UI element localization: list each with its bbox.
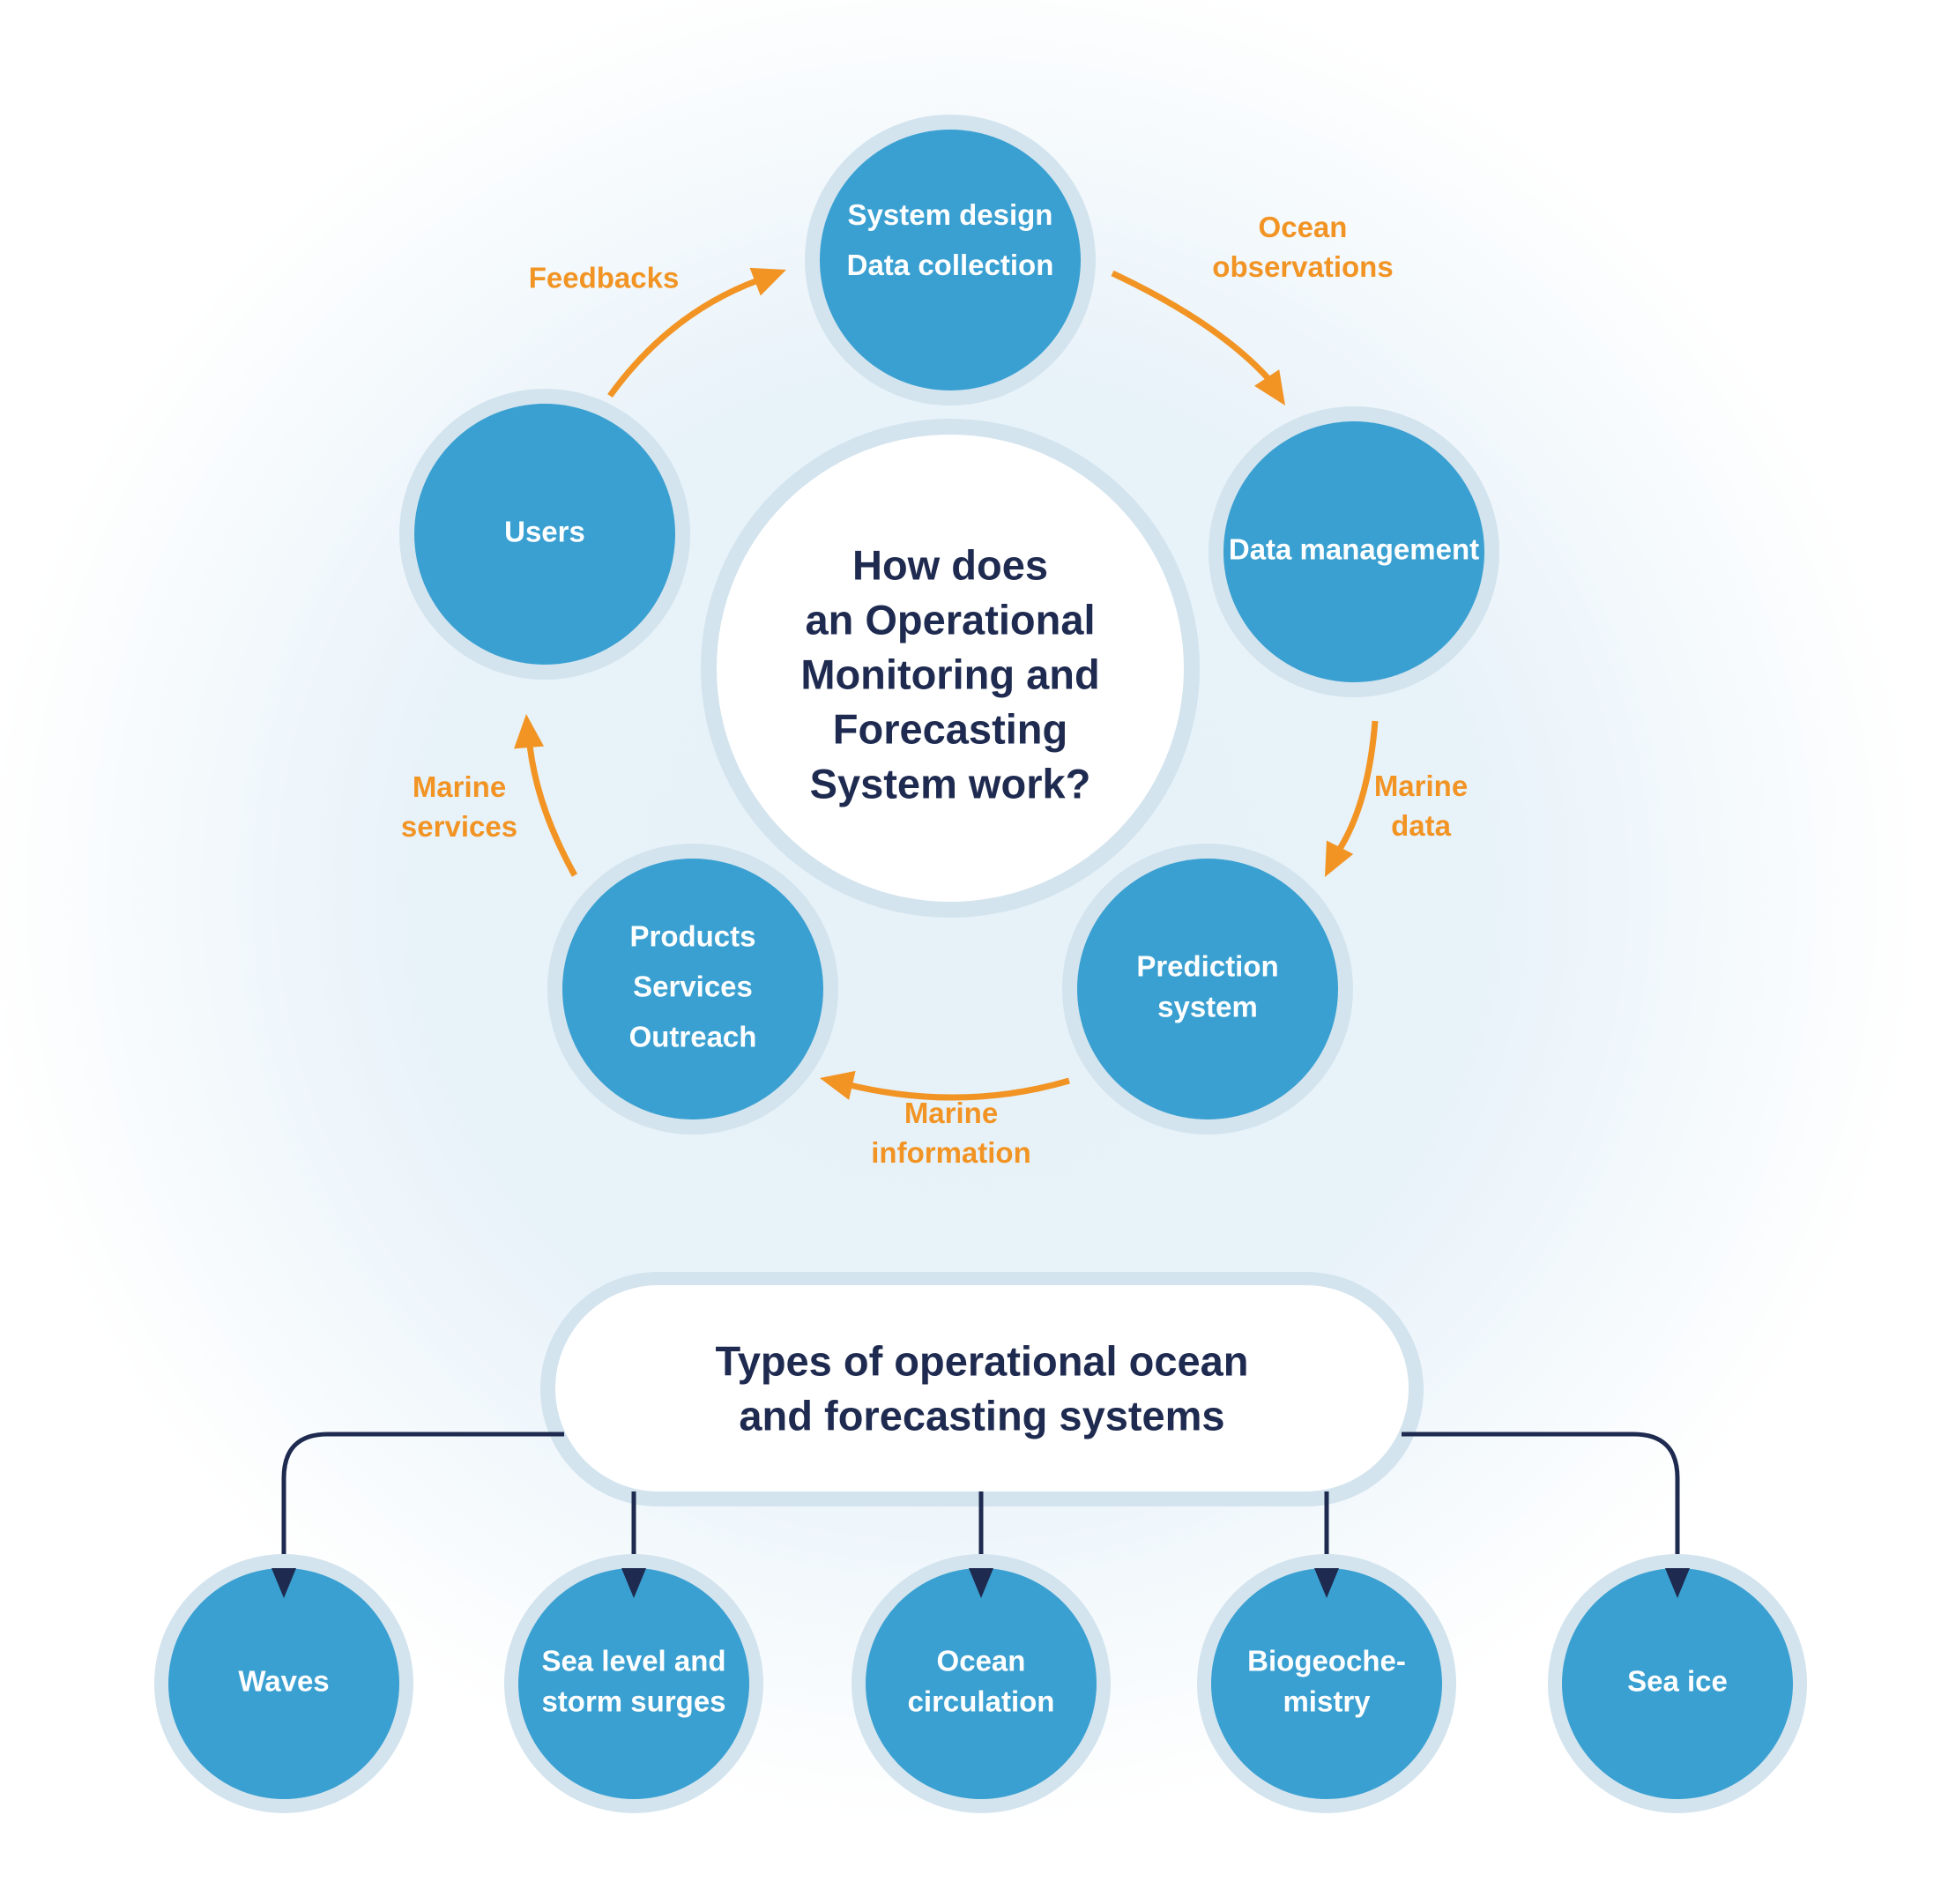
- center-node-fill: [717, 435, 1184, 902]
- flow-arrow-line: [607, 277, 760, 398]
- node-fill: [414, 404, 675, 665]
- cycle-node-data-management: Data management: [1208, 406, 1499, 697]
- cycle-node-users: Users: [399, 389, 690, 680]
- flow-label: information: [871, 1136, 1030, 1169]
- flow-label: observations: [1212, 250, 1393, 283]
- cycle-node-prediction-system: Prediction system: [1062, 844, 1353, 1134]
- arrowhead-down-icon: [1665, 1568, 1690, 1598]
- node-fill: [1562, 1568, 1793, 1799]
- node-label: Prediction: [1136, 950, 1278, 983]
- flow-products-to-users: Marine services: [401, 714, 578, 877]
- node-fill: [518, 1568, 749, 1799]
- node-fill: [1077, 859, 1338, 1119]
- arrowhead-icon: [1325, 840, 1354, 877]
- type-node-ocean-circulation: Ocean circulation: [852, 1554, 1111, 1813]
- flow-data-management-to-prediction-system: Marine data: [1325, 720, 1468, 877]
- arrowhead-icon: [820, 1070, 856, 1100]
- arrowhead-icon: [514, 714, 545, 749]
- type-node-sea-ice: Sea ice: [1548, 1554, 1807, 1813]
- arrowhead-down-icon: [621, 1568, 646, 1598]
- connector-line: [1402, 1432, 1680, 1572]
- node-label: system: [1157, 991, 1258, 1023]
- flow-label: Feedbacks: [529, 262, 680, 294]
- flow-arrow-line: [1330, 720, 1379, 862]
- flow-arrow-line: [1111, 270, 1279, 390]
- types-title-line: Types of operational ocean: [715, 1337, 1248, 1384]
- node-fill: [866, 1568, 1097, 1799]
- arrowhead-icon: [1253, 369, 1285, 405]
- types-title-line: and forecasting systems: [739, 1392, 1224, 1439]
- flow-prediction-system-to-products: Marine information: [820, 1070, 1070, 1169]
- connector-line: [281, 1432, 564, 1572]
- arrowhead-down-icon: [1314, 1568, 1339, 1598]
- node-label: Users: [504, 516, 585, 548]
- flow-label: services: [401, 810, 517, 843]
- node-fill: [1223, 421, 1484, 682]
- arrowhead-icon: [749, 267, 786, 296]
- type-node-biogeochemistry: Biogeoche-mistry: [1197, 1554, 1456, 1813]
- node-label: Services: [633, 971, 753, 1003]
- type-node-sea-level: Sea level and storm surges: [504, 1554, 763, 1813]
- node-label: System design: [848, 198, 1053, 231]
- pill-fill: [555, 1285, 1409, 1491]
- type-label: Sea ice: [1627, 1665, 1728, 1698]
- flow-label: Ocean: [1259, 211, 1348, 243]
- arrowhead-down-icon: [969, 1568, 993, 1598]
- center-title-line: How does: [852, 541, 1048, 588]
- flow-label: Marine: [413, 770, 506, 803]
- type-label: Sea level and: [541, 1645, 725, 1677]
- node-label: Outreach: [629, 1021, 757, 1053]
- node-fill: [820, 130, 1081, 390]
- flow-arrow-line: [845, 1077, 1070, 1101]
- flow-label: Marine: [1374, 770, 1468, 802]
- node-label: Data management: [1229, 533, 1479, 566]
- center-title-line: System work?: [810, 760, 1091, 807]
- center-title-line: Monitoring and: [800, 651, 1099, 697]
- types-diagram: Types of operational ocean and forecastin…: [154, 1272, 1807, 1813]
- flow-users-to-system-design: Feedbacks: [529, 262, 786, 398]
- node-label: Products: [629, 920, 755, 953]
- center-title-line: an Operational: [805, 596, 1095, 643]
- node-label: Data collection: [847, 249, 1054, 281]
- types-title-pill: Types of operational ocean and forecastin…: [540, 1272, 1424, 1506]
- type-label: storm surges: [541, 1685, 725, 1718]
- center-title-line: Forecasting: [833, 705, 1067, 752]
- node-fill: [562, 859, 823, 1119]
- node-fill: [1211, 1568, 1442, 1799]
- type-node-waves: Waves: [154, 1554, 413, 1813]
- type-label: circulation: [908, 1685, 1055, 1718]
- flow-arrow-line: [525, 735, 578, 877]
- flow-system-design-to-data-management: Ocean observations: [1111, 211, 1394, 405]
- type-label: Waves: [238, 1665, 329, 1698]
- node-fill: [168, 1568, 399, 1799]
- flow-label: Marine: [904, 1097, 998, 1129]
- type-label: Biogeoche-: [1247, 1645, 1406, 1677]
- arrowhead-down-icon: [271, 1568, 296, 1598]
- flow-label: data: [1391, 809, 1452, 842]
- type-label: Ocean: [937, 1645, 1026, 1677]
- type-label: mistry: [1283, 1685, 1371, 1718]
